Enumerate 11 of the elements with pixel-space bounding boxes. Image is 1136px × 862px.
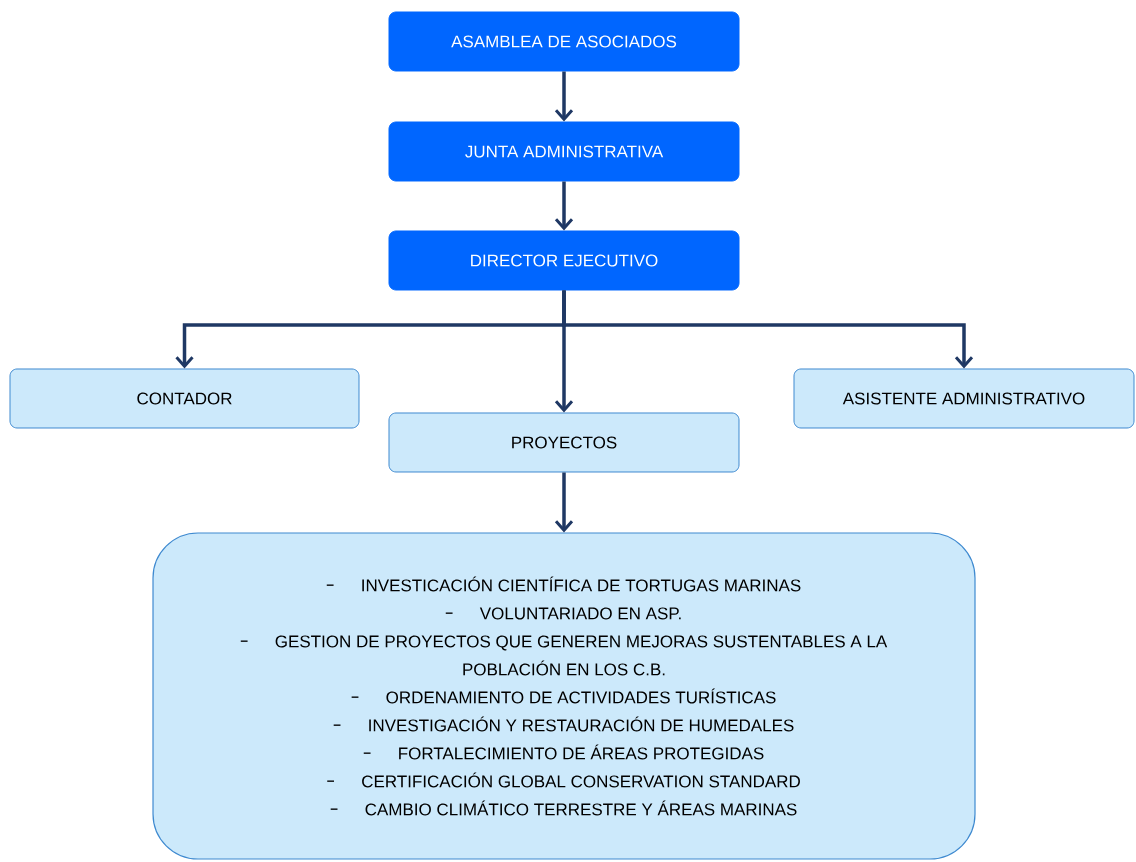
project-list-box: INVESTICACIÓN CIENTÍFICA DE TORTUGAS MARINAS VOLUNTARIADO EN ASP. GESTION DE PROYECTOS QUE GENEREN MEJORAS SUSTENTABLES A LA POBLACIÓN EN LOS C.B. ORDENAMIENTO DE ACTIVIDADES TURÍSTICAS INVESTIGACIÓN Y RESTAURACIÓN DE HUMEDALES FORTALECIMIENTO DE ÁREAS PROTEGIDAS CERTIFICACIÓN GLOBAL CONSERVATION STANDARD CAMBIO CLIMÁTICO TERRESTRE Y ÁREAS MARINAS	[152, 532, 976, 860]
arrow	[562, 290, 974, 369]
role-box: ASISTENTE ADMINISTRATIVO	[793, 368, 1135, 429]
arrow	[554, 181, 574, 231]
arrow	[554, 71, 574, 122]
role-box: JUNTA ADMINISTRATIVA	[388, 121, 740, 182]
role-box: ASAMBLEA DE ASOCIADOS	[388, 11, 740, 72]
role-box: DIRECTOR EJECUTIVO	[388, 230, 740, 291]
arrow	[554, 472, 574, 533]
role-box: PROYECTOS	[388, 412, 740, 473]
role-box: CONTADOR	[9, 368, 360, 429]
